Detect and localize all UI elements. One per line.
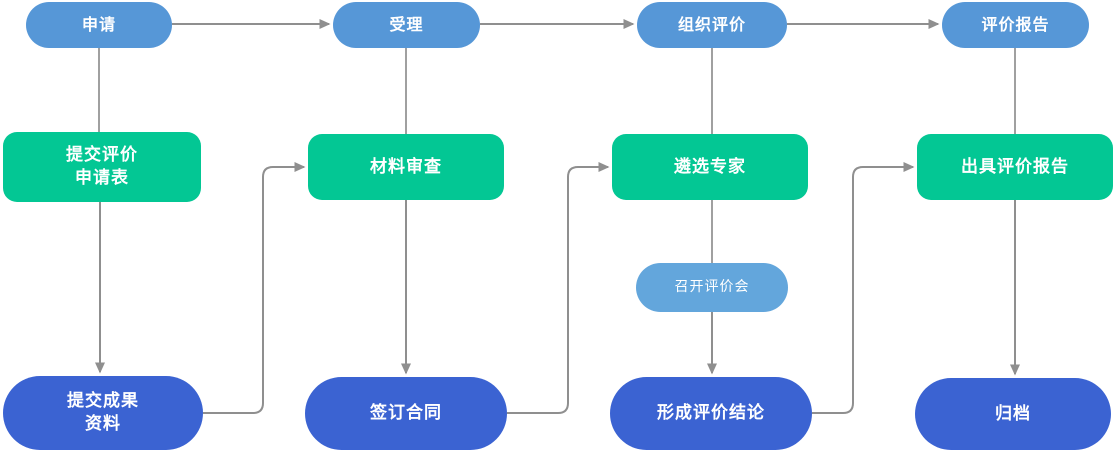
stage-label: 受理: [389, 15, 424, 35]
elbow-res1-proc2: [203, 162, 306, 414]
process-label-line: 提交评价: [66, 145, 138, 166]
stage-label: 申请: [81, 15, 116, 35]
stage-node-organize-evaluation: 组织评价: [637, 2, 787, 48]
elbow-res2-proc3: [507, 162, 610, 414]
stage-label: 评价报告: [981, 15, 1050, 35]
result-label-line: 归档: [995, 403, 1031, 424]
result-label-line: 形成评价结论: [657, 403, 765, 424]
stage-node-accept: 受理: [333, 2, 480, 48]
result-node-archive: 归档: [915, 378, 1111, 450]
result-label-line: 资料: [85, 414, 121, 434]
result-label-line: 提交成果: [67, 391, 139, 412]
process-node-issue-evaluation-report: 出具评价报告: [917, 134, 1113, 200]
result-node-form-evaluation-conclusion: 形成评价结论: [610, 377, 812, 450]
meeting-label: 召开评价会: [674, 279, 750, 296]
result-node-sign-contract: 签订合同: [305, 377, 507, 450]
process-label-line: 出具评价报告: [961, 156, 1069, 177]
result-label-line: 签订合同: [370, 403, 442, 424]
process-node-material-review: 材料审查: [308, 134, 504, 200]
stage-node-apply: 申请: [26, 2, 172, 48]
result-node-submit-achievement-materials: 提交成果 资料: [3, 376, 203, 450]
process-label-line: 材料审查: [370, 156, 442, 177]
meeting-node-hold-evaluation-meeting: 召开评价会: [636, 263, 788, 312]
process-node-select-experts: 遴选专家: [612, 134, 808, 200]
stage-label: 组织评价: [677, 15, 746, 35]
elbow-res3-proc4: [812, 162, 915, 414]
process-node-submit-application-form: 提交评价 申请表: [3, 132, 201, 202]
stage-node-evaluation-report: 评价报告: [942, 2, 1089, 48]
process-label-line: 申请表: [75, 168, 129, 188]
process-label-line: 遴选专家: [674, 156, 746, 177]
